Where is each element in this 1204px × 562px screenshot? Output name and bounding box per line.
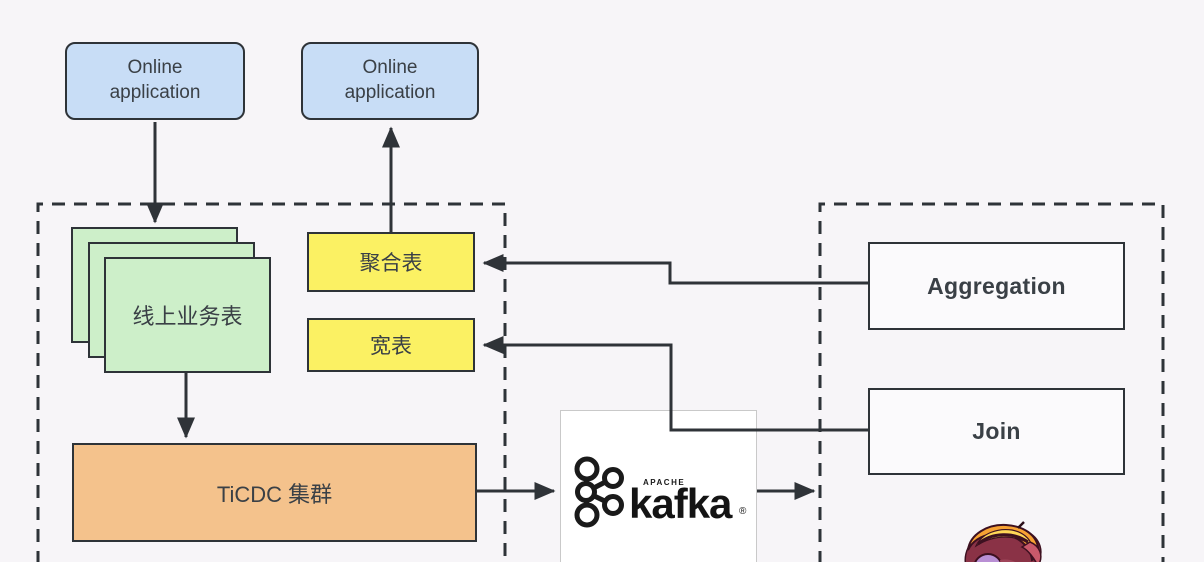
- kafka-logo-icon: APACHE kafka ®: [574, 456, 747, 528]
- node-label: Online application: [344, 57, 436, 103]
- node-label: 线上业务表: [132, 304, 243, 329]
- node-business-tables: 线上业务表: [104, 257, 271, 373]
- arrow-aggregation-to-aggtable: [482, 254, 868, 285]
- node-online-application-right: Online application: [301, 42, 479, 120]
- node-label: 宽表: [370, 335, 412, 358]
- kafka-registered-mark: ®: [739, 506, 747, 517]
- node-label: TiCDC 集群: [216, 481, 333, 507]
- kafka-apache-text: APACHE: [643, 478, 685, 487]
- node-label: 聚合表: [359, 252, 423, 275]
- node-wide-table: 宽表: [307, 318, 475, 372]
- flink-squirrel-icon: [948, 520, 1058, 562]
- node-ticdc-cluster: TiCDC 集群: [72, 443, 477, 542]
- node-join: Join: [868, 388, 1125, 475]
- node-label: Join: [972, 418, 1021, 444]
- node-label: Online application: [109, 57, 201, 103]
- node-aggregate-table: 聚合表: [307, 232, 475, 292]
- node-aggregation: Aggregation: [868, 242, 1125, 330]
- node-kafka: APACHE kafka ®: [560, 410, 757, 562]
- node-online-application-left: Online application: [65, 42, 245, 120]
- node-label: Aggregation: [927, 272, 1066, 299]
- kafka-wordmark: kafka: [629, 480, 733, 527]
